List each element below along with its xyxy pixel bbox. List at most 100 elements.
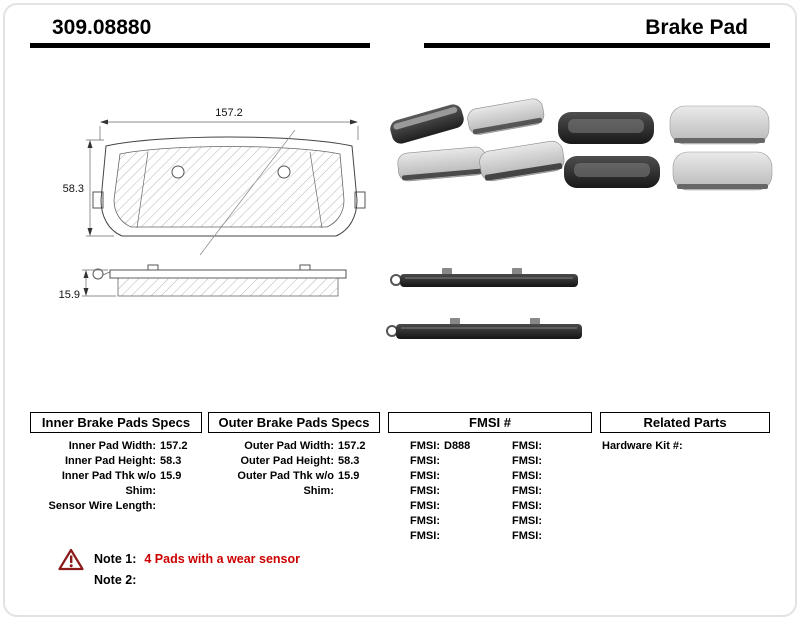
brake-pad-photo bbox=[397, 146, 487, 182]
spec-value: 58.3 bbox=[338, 455, 360, 467]
fmsi-row: FMSI: FMSI: bbox=[388, 469, 592, 484]
fmsi-cell-left: FMSI: bbox=[388, 499, 490, 514]
fmsi-value bbox=[440, 454, 490, 469]
fmsi-label: FMSI: bbox=[410, 515, 440, 527]
fmsi-label: FMSI: bbox=[512, 500, 542, 512]
fmsi-cell-right: FMSI: bbox=[490, 484, 592, 499]
fmsi-label: FMSI: bbox=[512, 485, 542, 497]
fmsi-value bbox=[542, 484, 592, 499]
spec-row: Outer Pad Thk w/o Shim: 15.9 bbox=[208, 469, 380, 499]
fmsi-cell-left: FMSI: D888 bbox=[388, 439, 490, 454]
spec-row: Sensor Wire Length: bbox=[30, 499, 202, 514]
spec-label: Inner Pad Height: bbox=[64, 455, 156, 467]
fmsi-label: FMSI: bbox=[410, 530, 440, 542]
fmsi-cell-right: FMSI: bbox=[490, 499, 592, 514]
page-border bbox=[3, 3, 797, 617]
header-rule-left bbox=[30, 43, 370, 48]
inner-specs-column: Inner Brake Pads Specs Inner Pad Width: … bbox=[30, 412, 202, 514]
fmsi-row: FMSI: FMSI: bbox=[388, 454, 592, 469]
fmsi-cell-left: FMSI: bbox=[388, 469, 490, 484]
fmsi-cell-left: FMSI: bbox=[388, 529, 490, 544]
fmsi-cell-right: FMSI: bbox=[490, 454, 592, 469]
rivet-hole-left bbox=[171, 165, 185, 179]
inner-specs-header: Inner Brake Pads Specs bbox=[30, 412, 202, 433]
fmsi-row: FMSI: FMSI: bbox=[388, 499, 592, 514]
spec-value: 157.2 bbox=[160, 440, 188, 452]
related-label: Hardware Kit #: bbox=[602, 440, 683, 452]
spec-label: Sensor Wire Length: bbox=[48, 500, 156, 512]
fmsi-label: FMSI: bbox=[512, 455, 542, 467]
fmsi-value bbox=[542, 469, 592, 484]
brake-pad-edge-photo bbox=[386, 318, 582, 339]
side-backing-plate bbox=[109, 269, 347, 279]
backing-plate-outline bbox=[100, 136, 358, 237]
fmsi-cell-left: FMSI: bbox=[388, 484, 490, 499]
product-photo-pads-group bbox=[390, 98, 565, 182]
note-1: Note 1: 4 Pads with a wear sensor bbox=[58, 548, 300, 570]
brake-pad-photo bbox=[467, 98, 545, 135]
fmsi-cell-right: FMSI: bbox=[490, 469, 592, 484]
note-1-label: Note 1: bbox=[94, 552, 137, 566]
width-dimension-label: 157.2 bbox=[215, 107, 243, 119]
side-view-drawing: 15.9 bbox=[59, 264, 347, 301]
fmsi-label: FMSI: bbox=[410, 500, 440, 512]
spec-label: Inner Pad Thk w/o Shim: bbox=[61, 470, 156, 497]
pad-ear-right bbox=[354, 191, 366, 209]
height-dimension-label: 58.3 bbox=[63, 183, 84, 195]
related-row: Hardware Kit #: bbox=[600, 439, 770, 454]
brake-pad-photo bbox=[669, 105, 770, 145]
fmsi-value bbox=[542, 454, 592, 469]
fmsi-row: FMSI: D888 FMSI: bbox=[388, 439, 592, 454]
fmsi-value bbox=[542, 514, 592, 529]
header-rule-right bbox=[424, 43, 770, 48]
fmsi-value bbox=[440, 514, 490, 529]
rivet-hole-right bbox=[277, 165, 291, 179]
header-right: Brake Pad bbox=[424, 16, 770, 48]
friction-surface bbox=[113, 146, 345, 228]
brake-pad-photo bbox=[558, 112, 654, 144]
fmsi-value bbox=[440, 469, 490, 484]
outer-specs-header: Outer Brake Pads Specs bbox=[208, 412, 380, 433]
fmsi-cell-right: FMSI: bbox=[490, 514, 592, 529]
fmsi-label: FMSI: bbox=[512, 440, 542, 452]
fmsi-cell-right: FMSI: bbox=[490, 529, 592, 544]
fmsi-value bbox=[440, 484, 490, 499]
fmsi-row: FMSI: FMSI: bbox=[388, 529, 592, 544]
fmsi-header: FMSI # bbox=[388, 412, 592, 433]
warning-icon bbox=[58, 548, 84, 570]
related-parts-column: Related Parts Hardware Kit #: bbox=[600, 412, 770, 454]
fmsi-value bbox=[440, 529, 490, 544]
fmsi-label: FMSI: bbox=[410, 440, 440, 452]
spec-label: Inner Pad Width: bbox=[68, 440, 156, 452]
fmsi-label: FMSI: bbox=[512, 530, 542, 542]
spec-row: Inner Pad Width: 157.2 bbox=[30, 439, 202, 454]
fmsi-label: FMSI: bbox=[410, 485, 440, 497]
fmsi-label: FMSI: bbox=[512, 515, 542, 527]
fmsi-label: FMSI: bbox=[512, 470, 542, 482]
product-name: Brake Pad bbox=[645, 16, 748, 39]
pad-ear-left bbox=[92, 191, 104, 209]
outer-specs-column: Outer Brake Pads Specs Outer Pad Width: … bbox=[208, 412, 380, 499]
brake-pad-photo bbox=[479, 140, 565, 182]
fmsi-row: FMSI: FMSI: bbox=[388, 514, 592, 529]
product-photo-pad-pairs bbox=[558, 105, 773, 191]
fmsi-cell-left: FMSI: bbox=[388, 454, 490, 469]
spec-value: 15.9 bbox=[338, 470, 360, 482]
spec-value: 15.9 bbox=[160, 470, 182, 482]
spec-value bbox=[156, 499, 202, 514]
front-view-drawing: 157.2 58.3 bbox=[63, 107, 366, 256]
thickness-dimension-label: 15.9 bbox=[59, 289, 80, 301]
spec-value: 58.3 bbox=[160, 455, 182, 467]
fmsi-value bbox=[542, 529, 592, 544]
brake-pad-edge-photo bbox=[390, 268, 578, 287]
fmsi-value: D888 bbox=[444, 440, 471, 452]
brake-pad-photo bbox=[672, 151, 773, 191]
related-parts-header: Related Parts bbox=[600, 412, 770, 433]
spec-row: Inner Pad Height: 58.3 bbox=[30, 454, 202, 469]
fmsi-value bbox=[542, 499, 592, 514]
brake-pad-photo bbox=[390, 104, 464, 144]
fmsi-cell-right: FMSI: bbox=[490, 439, 592, 454]
note-2: Note 2: bbox=[94, 571, 300, 589]
note-2-label: Note 2: bbox=[94, 573, 137, 587]
spec-label: Outer Pad Width: bbox=[244, 440, 334, 452]
